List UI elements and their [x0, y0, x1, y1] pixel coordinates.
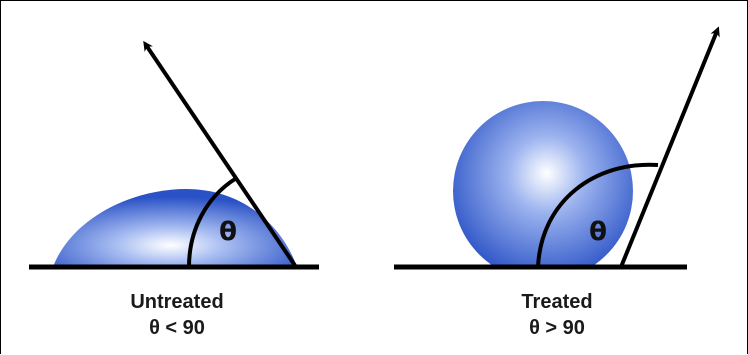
untreated-condition: θ < 90 [149, 317, 205, 339]
treated-condition: θ > 90 [529, 317, 585, 339]
treated-label: Treated [521, 291, 592, 313]
treated-theta-symbol: θ [589, 217, 607, 247]
untreated-droplet [53, 189, 297, 267]
untreated-label: Untreated [130, 291, 223, 313]
treated-tangent-arrow [619, 26, 720, 268]
treated-angle-arc [536, 162, 659, 268]
untreated-tangent-arrow [143, 40, 298, 269]
untreated-angle-arc [187, 177, 237, 268]
untreated-theta-symbol: θ [219, 217, 237, 247]
treated-panel: θ Treated θ > 90 [394, 26, 720, 339]
treated-droplet [453, 101, 633, 281]
untreated-panel: θ Untreated θ < 90 [29, 40, 319, 339]
